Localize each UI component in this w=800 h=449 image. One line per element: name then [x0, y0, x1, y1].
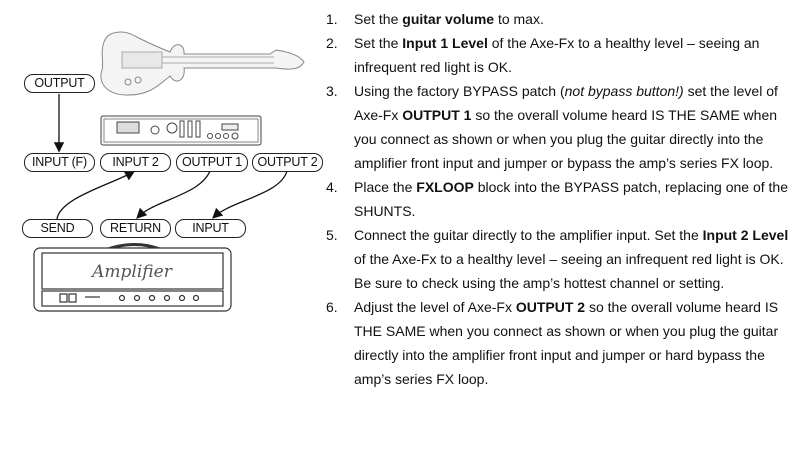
step-item: 4. Place the FXLOOP block into the BYPASS…: [326, 175, 796, 223]
step-emphasis: guitar volume: [402, 11, 495, 27]
output-1-label: OUTPUT 1: [176, 153, 248, 172]
amp-logo: Amplifier: [90, 262, 173, 282]
step-text: Adjust the level of Axe-Fx: [354, 299, 516, 315]
step-text: Using the factory BYPASS patch (: [354, 83, 565, 99]
step-text: block into the BYPASS patch, replacing o…: [354, 179, 788, 219]
input-f-label: INPUT (F): [24, 153, 95, 172]
step-text: of the Axe-Fx to a healthy level – seein…: [354, 251, 784, 291]
amp-input-label: INPUT: [175, 219, 246, 238]
step-emphasis: OUTPUT 1: [402, 107, 472, 123]
step-emphasis: Input 1 Level: [402, 35, 488, 51]
step-text: so the overall volume heard IS THE SAME …: [354, 299, 779, 387]
step-item: 5. Connect the guitar directly to the amp…: [326, 223, 796, 295]
cable-output-2-to-input: [212, 170, 288, 219]
return-label: RETURN: [100, 219, 171, 238]
step-emphasis: OUTPUT 2: [515, 299, 586, 315]
step-item: 6. Adjust the level of Axe-Fx OUTPUT 2 so…: [326, 295, 796, 391]
instruction-steps: 1. Set the guitar volume to max. 2. Set the…: [326, 7, 796, 391]
guitar-icon: [100, 31, 305, 96]
step-text: set the level of Axe-Fx: [354, 83, 778, 123]
cable-lines: [53, 94, 288, 220]
step-item: 2. Set the Input 1 Level of the Axe-Fx to…: [326, 31, 796, 79]
step-text: so the overall volume heard IS THE SAME …: [354, 107, 778, 171]
step-item: 1. Set the guitar volume to max.: [326, 7, 796, 31]
cable-output-1-to-return: [136, 170, 211, 219]
step-text: Connect the guitar directly to the ampli…: [354, 227, 703, 243]
cable-send-to-input-2: [56, 170, 136, 220]
step-number: 6.: [326, 299, 338, 315]
step-text: Set the: [354, 35, 403, 51]
step-number: 4.: [326, 179, 338, 195]
step-number: 1.: [326, 11, 338, 27]
step-emphasis: FXLOOP: [416, 179, 474, 195]
send-label: SEND: [22, 219, 93, 238]
guitar-output-label: OUTPUT: [24, 74, 95, 93]
amplifier-icon: Amplifier: [33, 243, 232, 312]
axe-fx-unit-icon: [100, 115, 262, 146]
step-number: 5.: [326, 227, 338, 243]
input-2-label: INPUT 2: [100, 153, 171, 172]
step-text: Place the: [354, 179, 417, 195]
step-note: not bypass button!): [564, 83, 684, 99]
diagram-drawing: Amplifier: [33, 31, 305, 312]
step-emphasis: Input 2 Level: [702, 227, 789, 243]
step-text: to max.: [494, 11, 544, 27]
step-text: of the Axe-Fx to a healthy level – seein…: [354, 35, 760, 75]
step-number: 2.: [326, 35, 338, 51]
step-item: 3. Using the factory BYPASS patch (not by…: [326, 79, 796, 175]
step-text: Set the: [354, 11, 403, 27]
output-2-label: OUTPUT 2: [252, 153, 323, 172]
step-number: 3.: [326, 83, 338, 99]
signal-routing-diagram: Amplifier OUTPUT INPUT (F) INPUT 2 OUTPU…: [0, 0, 340, 449]
